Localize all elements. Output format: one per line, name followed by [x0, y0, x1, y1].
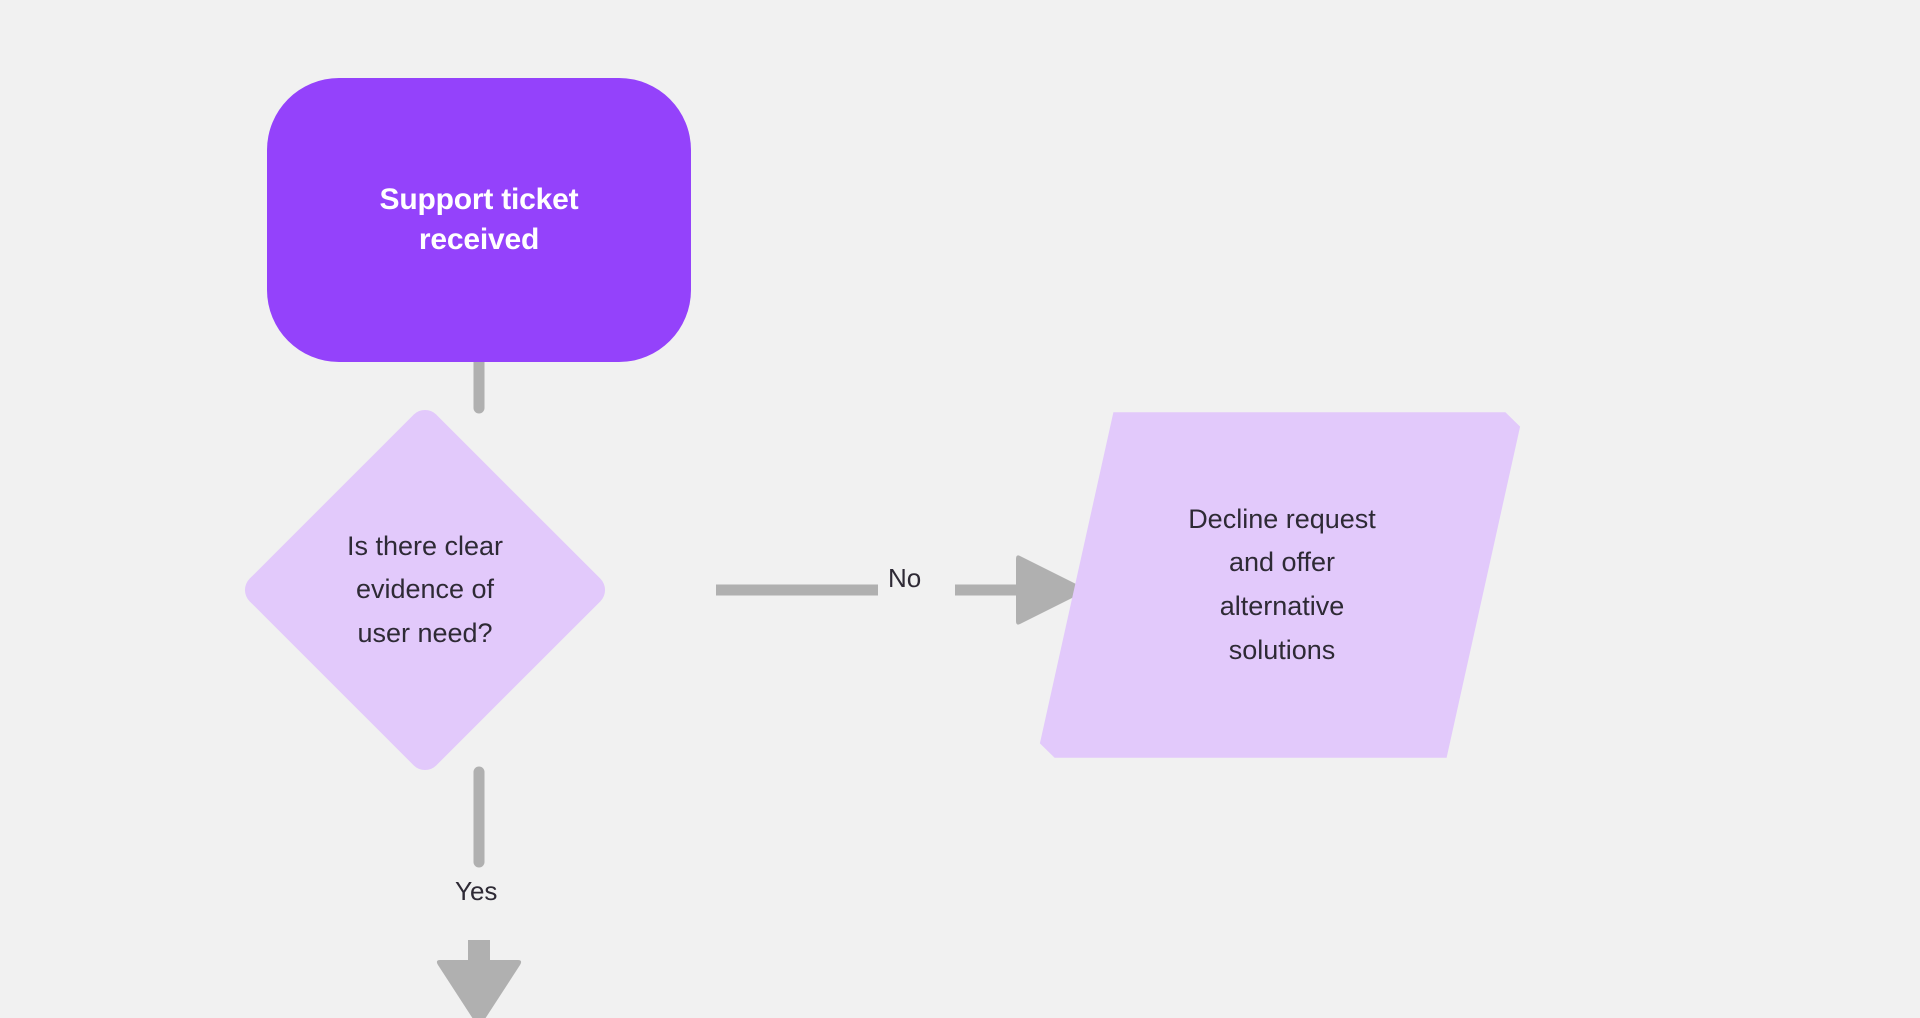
node-decline-label: Decline request and offer alternative so… — [1188, 503, 1376, 665]
node-decision-clear-evidence[interactable]: Is there clear evidence of user need? — [238, 403, 612, 777]
node-support-ticket-received[interactable]: Support ticket received — [267, 78, 691, 362]
node-start-label: Support ticket received — [379, 183, 579, 256]
parallelogram-shape — [1039, 412, 1521, 758]
node-decision-label: Is there clear evidence of user need? — [346, 531, 504, 648]
edge-label-yes: Yes — [447, 876, 506, 907]
node-decline-request[interactable]: Decline request and offer alternative so… — [1035, 405, 1525, 765]
arrowhead-down — [436, 960, 522, 1018]
edge-label-no: No — [880, 563, 930, 594]
